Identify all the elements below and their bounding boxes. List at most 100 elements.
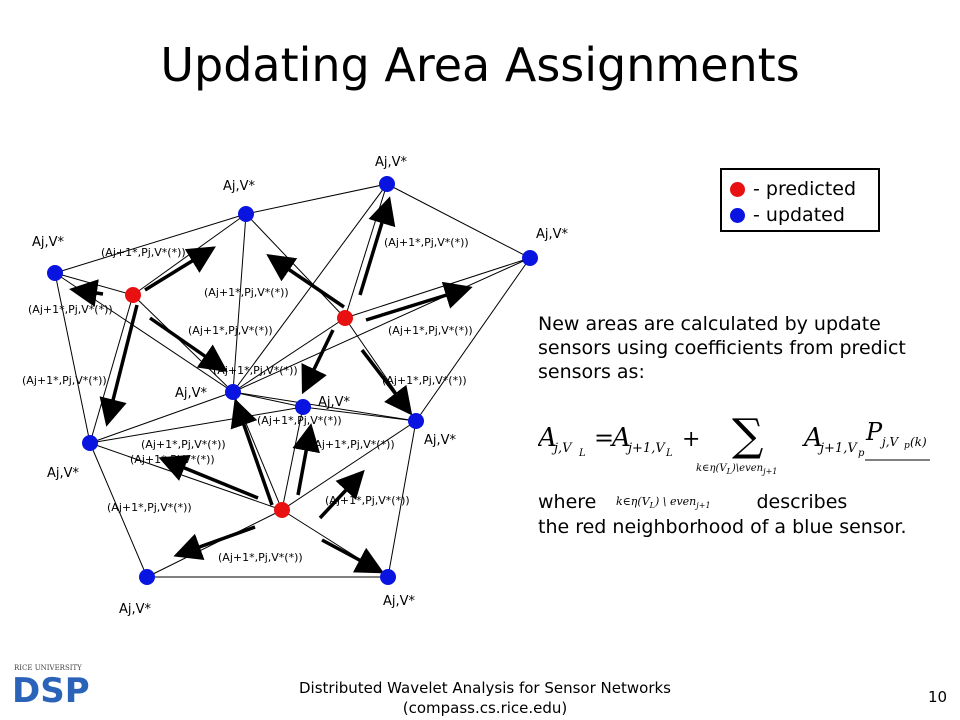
update-arrow — [358, 196, 396, 296]
formula-term3-arg: (k) — [910, 435, 927, 449]
arrows — [69, 196, 473, 574]
update-arrow — [230, 398, 274, 506]
update-arrow — [365, 281, 473, 322]
arrow-label: (Aj+1*,Pj,V*(*)) — [141, 438, 226, 451]
update-arrow — [301, 329, 335, 395]
graph-edge — [132, 294, 234, 393]
formula-lhs-subsub: L — [578, 448, 586, 459]
update-arrow — [266, 254, 345, 309]
graph-edge — [232, 317, 346, 393]
formula-plus: + — [682, 427, 700, 452]
slide-title: Updating Area Assignments — [160, 38, 800, 92]
formula-term2: A — [802, 423, 823, 453]
predicted-sensor-node — [337, 310, 353, 326]
graph-edge — [232, 391, 417, 422]
graph-edge — [146, 509, 283, 578]
formula-term3-subsub: p — [904, 441, 910, 451]
arrow-label: (Aj+1*,Pj,V*(*)) — [130, 453, 215, 466]
updated-sensor-node — [408, 413, 424, 429]
node-area-label: Aj,V* — [375, 155, 408, 170]
update-arrow — [69, 279, 104, 307]
arrow-labels: (Aj+1*,Pj,V*(*)) (Aj+1*,Pj,V*(*)) (Aj+1*,P… — [22, 236, 473, 564]
graph-edge — [281, 420, 417, 511]
graph-edge — [344, 257, 531, 319]
graph-edge — [344, 183, 388, 319]
rice-dsp-logo: RICE UNIVERSITY DSP — [12, 664, 90, 711]
arrow-label: (Aj+1*,Pj,V*(*)) — [188, 324, 273, 337]
node-area-label: Aj,V* — [119, 602, 152, 617]
arrow-label: (Aj+1*,Pj,V*(*)) — [388, 324, 473, 337]
arrow-label: (Aj+1*,Pj,V*(*)) — [22, 374, 107, 387]
updated-sensor-node — [47, 265, 63, 281]
where-rest: describes — [756, 491, 848, 513]
updated-sensor-node — [238, 206, 254, 222]
node-area-label: Aj,V* — [175, 386, 208, 401]
where-set-expression: k∈η(VL) \ evenj+1 — [616, 495, 711, 510]
where-line2: the red neighborhood of a blue sensor. — [538, 516, 907, 538]
update-arrow — [144, 246, 216, 292]
arrow-label: (Aj+1*,Pj,V*(*)) — [101, 246, 186, 259]
graph-edge — [232, 257, 531, 393]
red-dot-icon — [730, 182, 745, 197]
arrow-label: (Aj+1*,Pj,V*(*)) — [107, 501, 192, 514]
update-arrow — [321, 538, 385, 574]
formula-term3-sub: j,V — [879, 435, 900, 449]
update-arrow — [292, 423, 320, 496]
node-area-label: Aj,V* — [318, 395, 351, 410]
graph-edge — [302, 406, 417, 422]
graph-edge — [89, 391, 234, 444]
footer-line2: (compass.cs.rice.edu) — [402, 699, 568, 717]
nodes — [47, 176, 538, 585]
where-explanation: where k∈η(VL) \ evenj+1 describes the re… — [538, 490, 928, 540]
legend: - predicted - updated — [720, 168, 880, 232]
node-area-label: Aj,V* — [47, 466, 80, 481]
graph-edge — [232, 183, 388, 393]
formula-term2-sub: j+1,V — [817, 441, 858, 456]
node-area-label: Aj,V* — [32, 235, 65, 250]
arrow-label: (Aj+1*,Pj,V*(*)) — [257, 414, 342, 427]
update-arrow — [360, 348, 413, 416]
node-area-label: Aj,V* — [383, 594, 416, 609]
legend-label: - predicted — [753, 178, 857, 200]
predicted-sensor-node — [274, 502, 290, 518]
arrow-label: (Aj+1*,Pj,V*(*)) — [213, 364, 298, 377]
arrow-label: (Aj+1*,Pj,V*(*)) — [325, 494, 410, 507]
legend-item-predicted: - predicted — [730, 178, 856, 200]
arrow-label: (Aj+1*,Pj,V*(*)) — [382, 374, 467, 387]
update-arrow — [173, 525, 256, 561]
arrow-label: (Aj+1*,Pj,V*(*)) — [28, 303, 113, 316]
footer-line1: Distributed Wavelet Analysis for Sensor … — [299, 679, 671, 697]
updated-sensor-node — [295, 399, 311, 415]
update-arrow — [318, 469, 365, 520]
formula-term3: P — [865, 418, 883, 446]
updated-sensor-node — [379, 176, 395, 192]
formula-lhs: A — [538, 423, 557, 453]
node-area-label: Aj,V* — [536, 227, 569, 242]
updated-sensor-node — [522, 250, 538, 266]
formula-sum-symbol: ∑ — [732, 410, 763, 461]
graph-edge — [54, 213, 247, 274]
graph-edge — [89, 294, 134, 444]
node-labels: Aj,V* Aj,V* Aj,V* Aj,V* Aj,V* Aj,V* Aj,V* Aj,V*… — [32, 155, 569, 617]
explanation-text: New areas are calculated by update senso… — [538, 313, 906, 383]
blue-dot-icon — [730, 208, 745, 223]
graph-edge — [89, 442, 148, 578]
updated-sensor-node — [139, 569, 155, 585]
arrow-label: (Aj+1*,Pj,V*(*)) — [384, 236, 469, 249]
graph-edge — [415, 257, 531, 422]
graph-edge — [245, 213, 346, 319]
where-word: where — [538, 491, 597, 513]
graph-edge — [232, 213, 247, 393]
svg-text:k∈η(VL) \ evenj+1: k∈η(VL) \ evenj+1 — [616, 495, 711, 510]
formula-eq: = — [594, 424, 614, 452]
graph-edge — [89, 406, 304, 444]
formula-term1-subsub: L — [665, 448, 673, 459]
predicted-sensor-node — [125, 287, 141, 303]
arrow-label: (Aj+1*,Pj,V*(*)) — [204, 286, 289, 299]
legend-item-updated: - updated — [730, 204, 845, 226]
updated-sensor-node — [82, 435, 98, 451]
graph-edge — [386, 183, 531, 259]
formula-lhs-sub: j,V — [551, 441, 573, 456]
updated-sensor-node — [380, 569, 396, 585]
